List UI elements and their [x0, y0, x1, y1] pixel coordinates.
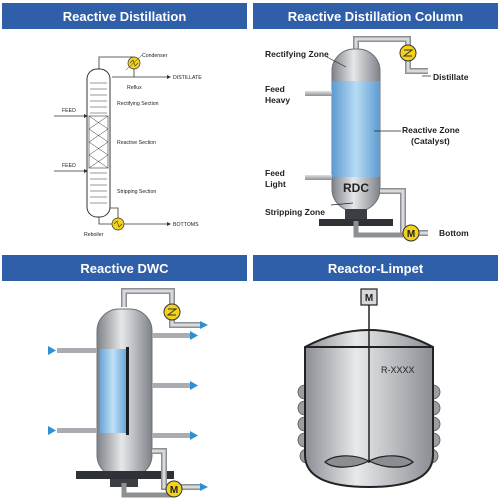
stripping-trays [90, 172, 107, 204]
label-feed-light-1: Feed [265, 168, 285, 178]
left-feed-pipe-upper [57, 348, 97, 353]
label-rectifying-zone: Rectifying Zone [265, 49, 329, 59]
feed-light-pipe [305, 175, 332, 180]
reboiler-return-line [110, 207, 119, 218]
pump-motor-icon [402, 224, 420, 242]
panel-title: Reactive Distillation [2, 3, 247, 29]
label-reboiler: Reboiler [84, 232, 104, 238]
dividing-wall [126, 347, 129, 435]
motor-label: M [365, 293, 373, 304]
label-feed-upper: FEED [62, 108, 76, 114]
label-feed-lower: FEED [62, 163, 76, 169]
overhead-vapor-line [98, 56, 134, 69]
motor-label: M [407, 229, 415, 240]
rectifying-trays [90, 82, 107, 114]
motor-label: M [170, 485, 178, 496]
label-reactive-zone-2: (Catalyst) [411, 136, 450, 146]
panel-reactive-distillation-column: Reactive Distillation Column [253, 3, 498, 248]
feed-heavy-pipe [305, 91, 332, 96]
panel-reactive-dwc: Reactive DWC [2, 255, 247, 500]
label-feed-heavy-1: Feed [265, 84, 285, 94]
label-reactive-zone-1: Reactive Zone [402, 125, 460, 135]
reactor-tag: R-XXXX [381, 365, 415, 375]
packing-cross-hatch [88, 115, 109, 169]
label-reactive-section: Reactive Section [117, 140, 156, 146]
agitator-impeller [324, 455, 414, 468]
label-bottoms: BOTTOMS [173, 222, 199, 228]
base-plate [76, 471, 174, 479]
right-pipe-3 [152, 433, 190, 438]
label-distillate: DISTILLATE [173, 75, 202, 81]
left-feed-pipe-lower [57, 428, 97, 433]
label-bottom: Bottom [439, 228, 469, 238]
product-arrow-top [200, 321, 208, 329]
label-stripping-zone: Stripping Zone [265, 207, 325, 217]
bottoms-line [98, 217, 112, 225]
reactive-packing [88, 115, 109, 169]
right-pipe-1 [152, 333, 190, 338]
pump-motor-icon [165, 480, 183, 498]
panel-title: Reactor-Limpet [253, 255, 498, 281]
label-feed-heavy-2: Heavy [265, 95, 290, 105]
dwc-liquid-section [100, 349, 126, 433]
bottoms-arrow [167, 222, 171, 226]
leader-lines [324, 55, 431, 206]
reactive-distillation-diagram: Condenser Reflux DISTILLATE Rectifying S… [54, 53, 202, 238]
label-reflux: Reflux [127, 85, 142, 91]
label-rectifying-section: Rectifying Section [117, 101, 159, 107]
right-pipe-2 [152, 383, 190, 388]
panel-reactor-limpet: Reactor-Limpet M R-XXXX [253, 255, 498, 500]
label-rdc: RDC [343, 181, 369, 195]
distillate-arrow [167, 75, 171, 79]
panel-title: Reactive Distillation Column [253, 3, 498, 29]
reflux-line [112, 69, 135, 78]
catalyst-zone [332, 81, 380, 177]
stock-id-watermark: 643452294 [3, 390, 13, 500]
product-arrow-bottom [200, 483, 208, 491]
label-feed-light-2: Light [265, 179, 286, 189]
reactor-diagram: M R-XXXX [297, 288, 441, 489]
panel-title: Reactive DWC [2, 255, 247, 281]
label-stripping-section: Stripping Section [117, 189, 156, 195]
dwc-diagram: M [48, 288, 208, 498]
panel-reactive-distillation: Reactive Distillation [2, 3, 247, 248]
rdc-diagram: M Rectifying Zone Feed Heavy Distillate … [265, 36, 469, 242]
label-distillate: Distillate [433, 72, 469, 82]
label-condenser: Condenser [142, 53, 168, 59]
column-skirt [345, 209, 367, 221]
